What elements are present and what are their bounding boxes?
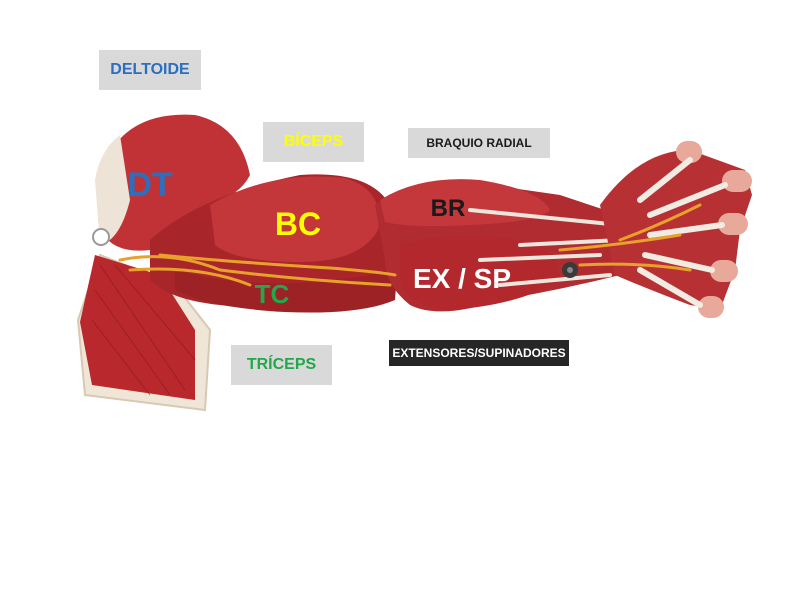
brachioradialis-label: BRAQUIO RADIAL [408, 128, 550, 158]
shoulder-socket [93, 229, 109, 245]
abbr-ex-sp: EX / SP [413, 265, 511, 293]
extensors-label: EXTENSORES/SUPINADORES [389, 340, 569, 366]
abbr-tc: TC [255, 281, 290, 307]
biceps-label-text: BÍCEPS [284, 133, 344, 151]
brachioradialis-label-text: BRAQUIO RADIAL [426, 136, 531, 150]
abbr-dt: DT [127, 168, 172, 202]
extensors-label-text: EXTENSORES/SUPINADORES [392, 346, 565, 360]
abbr-br: BR [431, 197, 466, 221]
triceps-label: TRÍCEPS [231, 345, 332, 385]
elbow-pin [562, 262, 578, 278]
triceps-label-text: TRÍCEPS [247, 356, 316, 374]
deltoid-label: DELTOIDE [99, 50, 201, 90]
abbr-bc: BC [275, 208, 321, 240]
biceps-label: BÍCEPS [263, 122, 364, 162]
deltoid-label-text: DELTOIDE [110, 61, 189, 79]
